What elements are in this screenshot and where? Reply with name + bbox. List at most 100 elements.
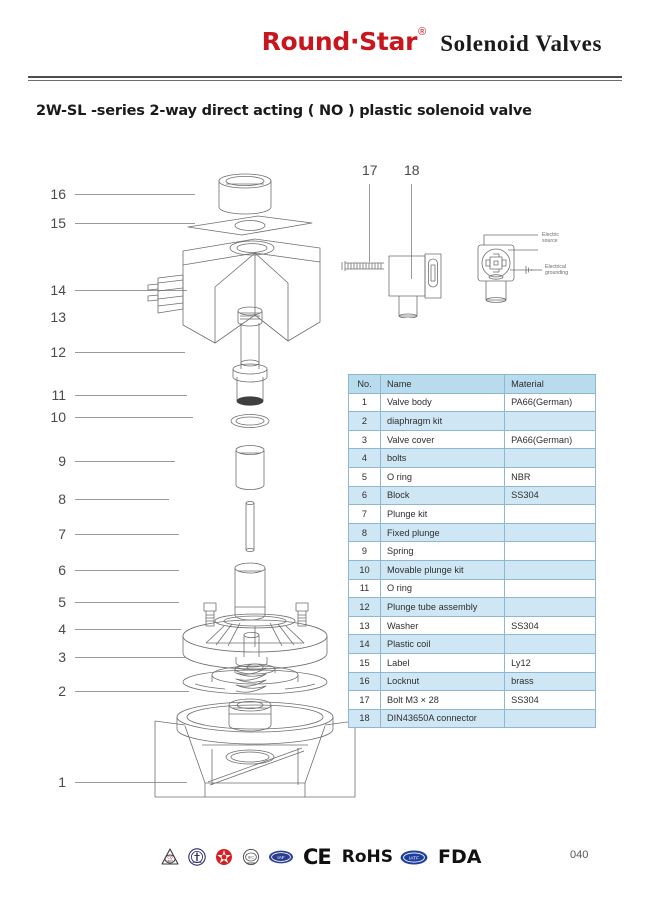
ccc-s-certification-icon bbox=[188, 848, 206, 866]
cell-name: DIN43650A connector bbox=[379, 708, 506, 729]
ce-mark: CE bbox=[303, 845, 332, 869]
header-rule-thick bbox=[28, 76, 622, 78]
callout-number: 18 bbox=[404, 162, 420, 178]
exploded-valve-diagram bbox=[147, 173, 321, 765]
cell-material bbox=[504, 578, 596, 599]
part-diaphragm-kit bbox=[182, 663, 328, 695]
callout-leader-line bbox=[75, 569, 179, 571]
cell-material bbox=[504, 559, 596, 580]
callout-number: 9 bbox=[58, 453, 66, 469]
callout-leader-line bbox=[75, 222, 195, 224]
svg-text:IATF: IATF bbox=[409, 855, 419, 861]
cell-no: 6 bbox=[348, 485, 381, 506]
cell-name: Block bbox=[379, 485, 506, 506]
cell-no: 10 bbox=[348, 559, 381, 580]
callout-number: 6 bbox=[58, 562, 66, 578]
lower-valve-assembly bbox=[154, 602, 356, 798]
cell-name: Washer bbox=[379, 615, 506, 636]
callout-leader-line bbox=[75, 498, 169, 500]
callout-leader-line bbox=[411, 184, 413, 279]
page-number: 040 bbox=[570, 849, 589, 861]
part-o-ring-upper bbox=[230, 414, 270, 428]
callout-5: 5 bbox=[44, 593, 179, 611]
column-header-name: Name bbox=[379, 374, 506, 394]
cell-name: Movable plunge kit bbox=[379, 559, 506, 580]
column-header-no: No. bbox=[348, 374, 381, 394]
callout-leader-line bbox=[75, 656, 185, 658]
part-valve-body bbox=[154, 701, 356, 798]
cell-name: Fixed plunge bbox=[379, 522, 506, 543]
callout-number: 11 bbox=[51, 387, 66, 403]
cell-material: brass bbox=[504, 671, 596, 692]
electric-source-annotation: Electric bbox=[542, 232, 559, 238]
page-header: Round·Star ® Solenoid Valves bbox=[0, 0, 650, 86]
cell-name: Label bbox=[379, 652, 506, 673]
callout-number: 16 bbox=[50, 186, 66, 202]
certification-logos: CQ MEPS IEC IAF CE RoHS IATF FDA bbox=[160, 842, 481, 872]
cell-name: Plastic coil bbox=[379, 634, 506, 654]
callout-leader-line bbox=[75, 601, 179, 603]
callout-8: 8 bbox=[44, 490, 169, 508]
cell-name: Valve cover bbox=[379, 429, 506, 450]
page-subtitle: 2W-SL -series 2-way direct acting ( NO )… bbox=[36, 103, 532, 119]
cell-name: O ring bbox=[379, 466, 506, 487]
ccc-certification-icon bbox=[216, 849, 232, 865]
callout-9: 9 bbox=[44, 452, 175, 470]
cell-material: PA66(German) bbox=[504, 392, 596, 413]
cell-no: 18 bbox=[348, 708, 381, 729]
part-bolts bbox=[203, 602, 309, 627]
callout-4: 4 bbox=[44, 620, 181, 638]
part-movable-plunge-kit bbox=[235, 445, 265, 490]
brand-logo: Round·Star ® Solenoid Valves bbox=[261, 27, 602, 56]
cell-material: Ly12 bbox=[504, 652, 596, 673]
callout-15: 15 bbox=[44, 214, 195, 232]
cell-name: Valve body bbox=[379, 392, 506, 413]
cell-material: NBR bbox=[504, 466, 596, 487]
callout-number: 5 bbox=[58, 594, 66, 610]
callout-3: 3 bbox=[44, 648, 185, 666]
cell-material bbox=[504, 708, 596, 729]
callout-number: 13 bbox=[50, 309, 66, 325]
cell-no: 1 bbox=[348, 392, 381, 413]
part-plunge-kit bbox=[235, 631, 268, 693]
callout-leader-line bbox=[369, 184, 371, 262]
callout-16: 16 bbox=[44, 185, 195, 203]
cell-no: 3 bbox=[348, 429, 381, 450]
svg-text:IAF: IAF bbox=[277, 855, 284, 860]
callout-leader-line bbox=[75, 781, 187, 783]
cell-no: 14 bbox=[348, 634, 381, 654]
cell-no: 17 bbox=[348, 690, 381, 710]
callout-11: 11 bbox=[44, 386, 187, 404]
cell-name: Locknut bbox=[379, 671, 506, 692]
fda-mark: FDA bbox=[438, 846, 482, 868]
brand-name: Round·Star bbox=[261, 27, 418, 56]
iatf-certification-icon: IATF bbox=[400, 850, 428, 864]
callout-number: 1 bbox=[58, 774, 66, 790]
callout-leader-line bbox=[75, 628, 181, 630]
callout-12: 12 bbox=[44, 343, 185, 361]
cell-material bbox=[504, 411, 596, 431]
callout-leader-line bbox=[75, 394, 187, 396]
cell-no: 5 bbox=[348, 466, 381, 487]
callout-leader-line bbox=[75, 690, 189, 692]
callout-1: 1 bbox=[44, 773, 187, 791]
callout-number: 7 bbox=[58, 526, 66, 542]
bolt-m3x28-drawing bbox=[341, 261, 384, 271]
callout-17: 17 bbox=[362, 163, 378, 262]
svg-text:grounding: grounding bbox=[545, 270, 568, 276]
table-header-row: No. Name Material bbox=[348, 374, 596, 394]
cell-no: 15 bbox=[348, 652, 381, 673]
part-label-plate bbox=[187, 215, 313, 236]
